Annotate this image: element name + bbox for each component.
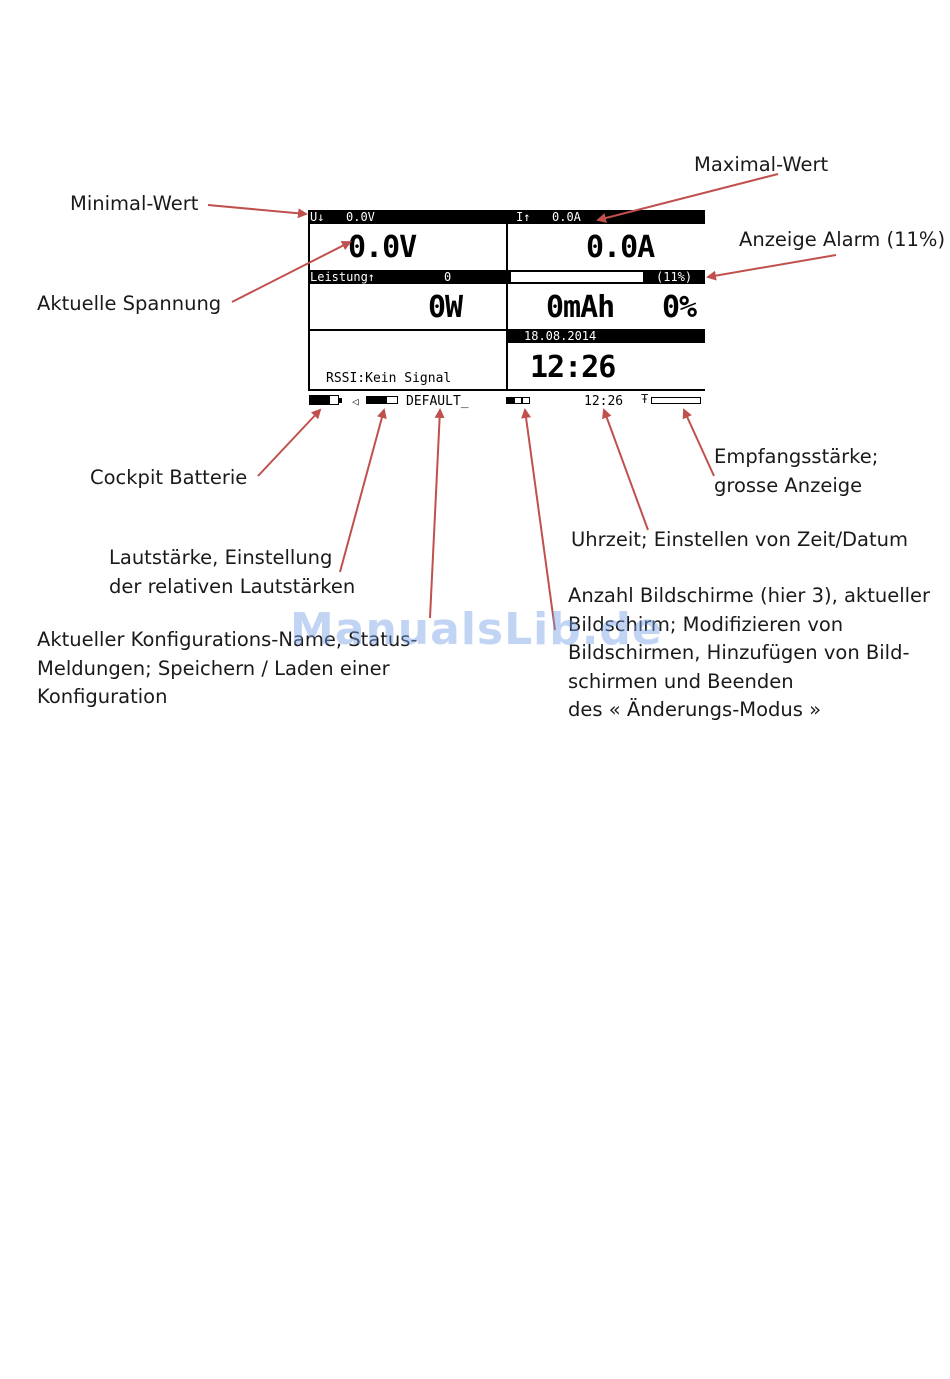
- date-bar: 18.08.2014: [508, 329, 705, 343]
- volume-label: Lautstärke, Einstellung der relativen La…: [109, 546, 356, 598]
- power-bar: Leistung↑ 0: [308, 270, 506, 284]
- power-label: Leistung↑: [310, 270, 376, 284]
- maximal-value-label: Maximal-Wert: [694, 153, 829, 176]
- arrow-signal: [682, 408, 715, 477]
- lcd-screen: U↓ 0.0V I↑ 0.0A 0.0V 0.0A Leistung↑ 0 (1…: [308, 210, 705, 410]
- speaker-icon[interactable]: ◁: [352, 395, 359, 408]
- arrow-battery: [257, 408, 322, 477]
- arrow-clock: [602, 408, 649, 531]
- min-label: U↓: [310, 210, 325, 224]
- signal-strength-bar[interactable]: [651, 397, 701, 404]
- max-value: 0.0A: [552, 210, 581, 224]
- bottom-divider: [308, 389, 705, 391]
- alarm-percent: (11%): [656, 270, 693, 284]
- alarm-display-label: Anzeige Alarm (11%): [739, 228, 946, 251]
- cockpit-battery-label: Cockpit Batterie: [90, 466, 248, 489]
- alarm-progress-track: [511, 272, 643, 282]
- power-max: 0: [444, 270, 452, 284]
- min-value: 0.0V: [346, 210, 375, 224]
- arrow-alarm: [706, 254, 837, 281]
- current-voltage-label: Aktuelle Spannung: [37, 292, 222, 315]
- config-name[interactable]: DEFAULT_: [406, 394, 469, 409]
- capacity-value: 0mAh: [546, 290, 615, 325]
- volume-bar[interactable]: [366, 396, 398, 404]
- date-value: 18.08.2014: [524, 329, 597, 343]
- max-label: I↑: [516, 210, 531, 224]
- small-clock[interactable]: 12:26: [584, 394, 624, 409]
- rssi-status: RSSI:Kein Signal: [326, 371, 452, 386]
- watermark: ManualsLib.de: [290, 604, 663, 655]
- clock-label: Uhrzeit; Einstellen von Zeit/Datum: [571, 528, 908, 551]
- voltage-value: 0.0V: [348, 230, 417, 265]
- configuration-label: Aktueller Konfigurations-Name, Status- M…: [37, 628, 418, 708]
- min-max-bar: U↓ 0.0V I↑ 0.0A: [308, 210, 705, 224]
- arrow-config: [429, 408, 445, 619]
- arrow-screens: [521, 408, 556, 631]
- screen-count-label: Anzahl Bildschirme (hier 3), aktueller B…: [568, 584, 931, 721]
- center-divider: [506, 224, 508, 390]
- reception-strength-label: Empfangsstärke; grosse Anzeige: [714, 445, 879, 497]
- screen-indicator-icon[interactable]: [506, 397, 530, 404]
- minimal-value-label: Minimal-Wert: [70, 192, 199, 215]
- antenna-icon: Ŧ: [641, 392, 649, 406]
- left-border: [308, 224, 310, 390]
- battery-tip: [339, 398, 342, 403]
- mid-divider: [308, 329, 508, 331]
- arrow-minimal: [207, 204, 308, 219]
- capacity-percent: 0%: [662, 290, 697, 325]
- current-value: 0.0A: [586, 230, 655, 265]
- large-clock: 12:26: [530, 350, 616, 385]
- alarm-bar: (11%): [508, 270, 705, 284]
- power-value: 0W: [428, 290, 463, 325]
- battery-icon[interactable]: [309, 395, 339, 405]
